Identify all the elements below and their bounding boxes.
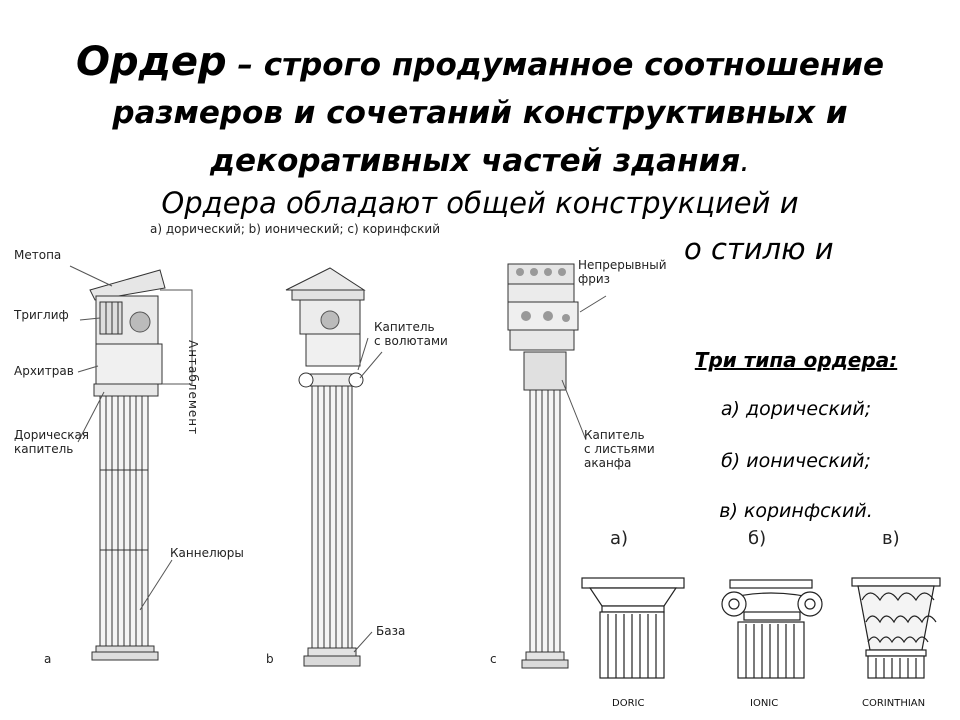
label-corinthian-capital: Капитель с листьями аканфа xyxy=(584,428,655,470)
subtitle-line2-fragment: о стилю и xyxy=(684,232,834,266)
doric-leaders xyxy=(69,265,173,611)
label-arhitrav: Архитрав xyxy=(14,364,74,378)
figure-caption: а) дорический; b) ионический; с) коринфс… xyxy=(150,222,440,236)
ionic-leaders xyxy=(353,337,383,653)
mini-doric xyxy=(581,577,685,679)
label-doric-capital: Дорическая капитель xyxy=(14,428,89,456)
label-mark-c: c xyxy=(490,652,497,666)
label-corinthian-capital-line1: Капитель xyxy=(584,428,645,442)
ionic-column xyxy=(285,267,366,667)
corinthian-frieze-figures xyxy=(516,268,570,322)
types-heading: Три типа ордера: xyxy=(694,348,898,372)
doric-column xyxy=(89,269,166,661)
label-frieze-line2: фриз xyxy=(578,272,611,286)
label-baza: База xyxy=(376,624,406,638)
label-metopa: Метопа xyxy=(14,248,62,262)
label-frieze: Непрерывный фриз xyxy=(578,258,667,286)
title-line1-rest: – строго продуманное соотношение xyxy=(226,47,885,83)
label-triglif: Триглиф xyxy=(14,308,69,322)
label-corinthian-capital-line2: с листьями xyxy=(584,442,655,456)
corinthian-leaders xyxy=(561,295,607,441)
title-line3-end: . xyxy=(740,143,750,179)
mini-name-doric: DORIC xyxy=(612,698,645,709)
label-doric-capital-line1: Дорическая xyxy=(14,428,90,442)
title-line2: размеров и сочетаний конструктивных и xyxy=(112,95,848,131)
type-item-doric: а) дорический; xyxy=(720,398,872,420)
mini-letter-a: а) xyxy=(610,528,629,549)
label-ionic-capital: Капитель с волютами xyxy=(374,320,448,348)
label-frieze-line1: Непрерывный xyxy=(578,258,667,272)
title-line3: декоративных частей здания xyxy=(209,143,741,179)
label-kannelyury: Каннелюры xyxy=(170,546,244,560)
mini-letter-c: в) xyxy=(882,528,900,549)
type-item-ionic: б) ионический; xyxy=(721,450,871,472)
title-block: Ордер – строго продуманное соотношение р… xyxy=(0,38,960,185)
label-mark-a: a xyxy=(44,652,52,666)
mini-letter-b: б) xyxy=(748,528,767,549)
mini-ionic xyxy=(721,579,823,679)
label-antablement: Антаблемент xyxy=(186,340,200,436)
corinthian-column xyxy=(507,263,579,669)
type-item-corinthian: в) коринфский. xyxy=(719,500,873,522)
entablature-bracket xyxy=(160,289,193,385)
mini-corinthian xyxy=(851,577,941,679)
label-ionic-capital-line2: с волютами xyxy=(374,334,448,348)
mini-name-ionic: IONIC xyxy=(750,698,779,709)
label-corinthian-capital-line3: аканфа xyxy=(584,456,632,470)
label-doric-capital-line2: капитель xyxy=(14,442,74,456)
subtitle-line1: Ордера обладают общей конструкцией и xyxy=(161,186,799,220)
ionic-frieze-figure xyxy=(320,310,340,330)
mini-name-corinthian: CORINTHIAN xyxy=(862,698,926,709)
title-term: Ордер xyxy=(75,39,227,85)
label-mark-b: b xyxy=(266,652,274,666)
label-ionic-capital-line1: Капитель xyxy=(374,320,435,334)
